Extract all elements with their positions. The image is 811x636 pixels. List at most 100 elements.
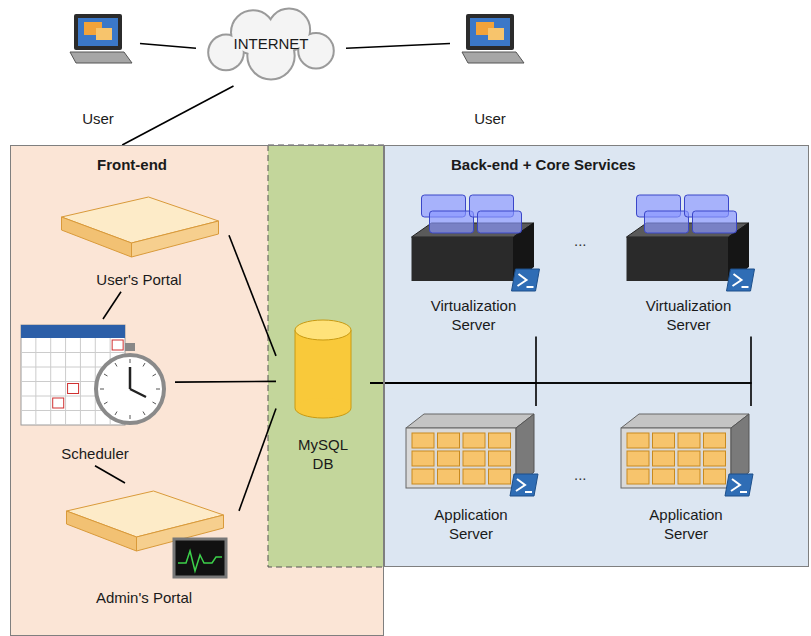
drive-bay — [627, 469, 649, 484]
calendar-grid — [21, 352, 125, 353]
laptop-screen — [466, 14, 514, 50]
virtual-machine-cube — [430, 211, 474, 233]
ellipsis-label: ... — [574, 466, 587, 483]
drive-bay — [678, 469, 700, 484]
db-body — [295, 330, 351, 408]
drive-bay — [438, 469, 460, 484]
aserver-icon — [611, 406, 761, 506]
node-label: INTERNET — [206, 35, 336, 54]
powershell-prompt — [733, 274, 749, 287]
chassis-front — [621, 428, 731, 488]
db-edge — [295, 330, 351, 418]
node-label: User's Portal — [54, 271, 224, 290]
stopwatch-crown — [125, 343, 135, 351]
drive-bay — [489, 451, 511, 466]
node-label: Virtualization Server — [415, 297, 533, 335]
back-end-region: Virtualization Server Virtualization Serv… — [384, 145, 809, 567]
drive-bay — [653, 469, 675, 484]
node-label: User — [452, 110, 528, 129]
powershell-badge — [727, 269, 755, 291]
database-band — [268, 145, 384, 567]
node-label: Application Server — [415, 506, 527, 544]
laptop-display — [78, 18, 118, 46]
database: MySQL DB — [276, 316, 370, 476]
drive-bay — [412, 469, 434, 484]
node-label: Admin's Portal — [54, 589, 234, 608]
laptop-display — [470, 18, 510, 46]
stopwatch-tick — [153, 374, 156, 376]
server-side — [62, 217, 132, 257]
drive-bay — [412, 451, 434, 466]
node-label: MySQL DB — [292, 436, 354, 474]
connector-line — [95, 466, 125, 483]
drive-bay — [653, 433, 675, 448]
stopwatch-tick — [153, 402, 156, 404]
connector-line — [122, 86, 233, 145]
region-heading: Front-end — [97, 156, 167, 175]
monitor-trace — [178, 551, 222, 571]
calendar-mark — [53, 398, 64, 408]
laptop-base — [70, 52, 132, 63]
virtualization-server: Virtualization Server — [401, 191, 546, 337]
drive-bay — [653, 451, 675, 466]
stopwatch-tick — [104, 402, 107, 404]
chassis-top — [406, 414, 534, 428]
connector-line — [370, 337, 751, 383]
stopwatch-tick — [100, 389, 104, 390]
connector-line — [370, 337, 536, 383]
connector-line — [140, 43, 196, 48]
vserver-icon — [401, 191, 546, 297]
stopwatch-tick — [104, 374, 107, 376]
ellipsis-label: ... — [574, 232, 587, 249]
stopwatch-hands — [130, 367, 146, 397]
connector-line — [229, 235, 276, 356]
connector-line — [370, 383, 751, 406]
db-top — [295, 320, 351, 340]
connector-line — [175, 381, 276, 383]
user-laptop: User — [450, 6, 530, 131]
drive-bay — [704, 451, 726, 466]
rack-front — [412, 237, 514, 281]
drive-bay — [627, 433, 649, 448]
stopwatch-tick — [115, 412, 117, 415]
server-front — [132, 221, 219, 257]
calendar-header — [21, 325, 125, 338]
laptop-base — [462, 52, 524, 63]
drive-bay — [627, 451, 649, 466]
vserver-icon — [616, 191, 761, 297]
drive-bay — [704, 469, 726, 484]
front-end-fill — [10, 145, 384, 636]
portal-server: User's Portal — [49, 189, 229, 292]
aserver-icon — [396, 406, 546, 506]
stopwatch-tick — [143, 363, 145, 366]
stopwatch-tick — [143, 412, 145, 415]
powershell-prompt — [731, 479, 747, 492]
connector-line — [239, 409, 276, 511]
drive-bay — [412, 433, 434, 448]
node-label: Application Server — [630, 506, 742, 544]
laptop-icon — [56, 6, 140, 110]
portal-icon — [49, 189, 229, 271]
drive-bay — [463, 433, 485, 448]
application-server: Application Server — [396, 406, 546, 546]
calendar-icon — [15, 319, 175, 445]
powershell-badge — [725, 474, 753, 496]
back-end-fill — [384, 145, 809, 567]
virtual-machine-cube — [645, 211, 689, 233]
stopwatch-tick — [130, 359, 131, 363]
node-label: Scheduler — [20, 445, 170, 464]
calendar-mark — [112, 340, 123, 350]
node-label: Virtualization Server — [630, 297, 748, 335]
drive-bay — [463, 469, 485, 484]
admin-icon — [49, 483, 239, 589]
connector-line — [346, 43, 450, 48]
drive-bay — [438, 433, 460, 448]
scheduler: Scheduler — [15, 319, 175, 466]
stopwatch-face — [96, 355, 164, 423]
connector-line — [370, 383, 536, 406]
internet-cloud: INTERNET — [196, 2, 346, 86]
laptop-window — [96, 28, 112, 40]
server-side — [67, 511, 137, 551]
laptop-screen — [74, 14, 122, 50]
